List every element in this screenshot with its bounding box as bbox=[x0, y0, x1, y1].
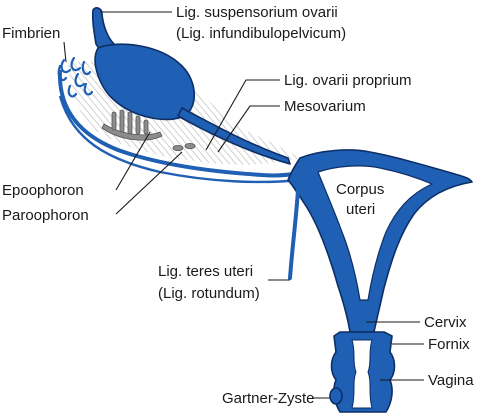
label-lig-ovarii-proprium: Lig. ovarii proprium bbox=[284, 72, 412, 89]
round-ligament bbox=[288, 188, 300, 280]
label-cervix: Cervix bbox=[424, 314, 467, 331]
label-fornix: Fornix bbox=[428, 336, 470, 353]
label-paroophoron: Paroophoron bbox=[2, 207, 89, 224]
label-lig-suspensorium: Lig. suspensorium ovarii bbox=[176, 4, 338, 21]
paroophoron bbox=[172, 142, 196, 151]
label-uteri: uteri bbox=[346, 201, 375, 218]
fimbriae bbox=[57, 56, 94, 98]
label-lig-rotundum: (Lig. rotundum) bbox=[158, 285, 260, 302]
label-gartner-zyste: Gartner-Zyste bbox=[222, 390, 315, 407]
label-vagina: Vagina bbox=[428, 372, 474, 389]
uterine-cavity bbox=[317, 165, 434, 301]
leader-lines bbox=[63, 11, 424, 399]
fallopian-tube bbox=[57, 69, 319, 178]
gartner-cyst bbox=[329, 387, 343, 405]
label-lig-teres-uteri: Lig. teres uteri bbox=[158, 263, 253, 280]
vaginal-lumen bbox=[351, 339, 373, 409]
label-lig-infundibulopelvicum: (Lig. infundibulopelvicum) bbox=[176, 25, 346, 42]
label-fimbrien: Fimbrien bbox=[2, 25, 60, 42]
suspensory-ligament-shape bbox=[91, 7, 115, 51]
label-mesovarium: Mesovarium bbox=[284, 98, 366, 115]
ovarian-ligament-shape bbox=[177, 107, 291, 165]
label-corpus: Corpus bbox=[336, 181, 384, 198]
label-epoophoron: Epoophoron bbox=[2, 182, 84, 199]
